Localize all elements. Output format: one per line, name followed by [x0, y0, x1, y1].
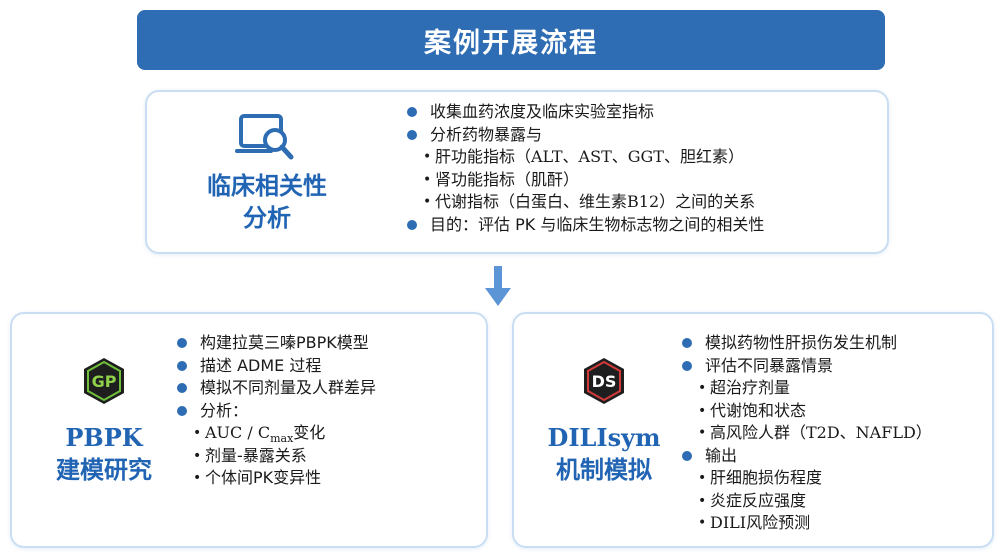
dilisym-list: 模拟药物性肝损伤发生机制 评估不同暴露情景 超治疗剂量 代谢饱和状态 高风险人群…: [680, 332, 932, 535]
pbpk-title-line1: PBPK: [65, 423, 143, 452]
clinical-title-line1: 临床相关性: [207, 172, 327, 200]
clinical-side: 临床相关性 分析: [187, 110, 347, 234]
list-item: 构建拉莫三嗪PBPK模型: [175, 332, 376, 355]
gp-logo-text: GP: [92, 372, 117, 391]
list-item: 模拟药物性肝损伤发生机制: [680, 332, 932, 355]
list-item: AUC / Cmax变化: [175, 422, 376, 445]
page-title: 案例开展流程: [137, 10, 885, 70]
list-item: 代谢指标（白蛋白、维生素B12）之间的关系: [405, 191, 764, 214]
list-item: 目的：评估 PK 与临床生物标志物之间的相关性: [405, 214, 764, 237]
ds-logo-icon: DS: [584, 358, 624, 404]
pbpk-side: GP PBPK 建模研究: [24, 356, 184, 486]
clinical-list: 收集血药浓度及临床实验室指标 分析药物暴露与 肝功能指标（ALT、AST、GGT…: [405, 101, 764, 236]
list-item: 高风险人群（T2D、NAFLD）: [680, 422, 932, 445]
pbpk-title-line2: 建模研究: [56, 456, 152, 484]
list-item: 收集血药浓度及临床实验室指标: [405, 101, 764, 124]
dilisym-title-line1: DILIsym: [547, 423, 661, 452]
dilisym-side: DS DILIsym 机制模拟: [524, 356, 684, 486]
list-item: 肝功能指标（ALT、AST、GGT、胆红素）: [405, 146, 764, 169]
list-item: 模拟不同剂量及人群差异: [175, 377, 376, 400]
list-item: 分析药物暴露与: [405, 124, 764, 147]
list-item: 描述 ADME 过程: [175, 355, 376, 378]
clinical-title-line2: 分析: [243, 204, 291, 232]
list-item: 代谢饱和状态: [680, 400, 932, 423]
list-item: 分析：: [175, 400, 376, 423]
list-item: 剂量-暴露关系: [175, 445, 376, 468]
list-item: 肾功能指标（肌酐）: [405, 169, 764, 192]
down-arrow-icon: [485, 266, 511, 306]
list-item: 输出: [680, 445, 932, 468]
cmax-subscript: max: [270, 432, 294, 446]
list-item: 超治疗剂量: [680, 377, 932, 400]
dilisym-title-line2: 机制模拟: [556, 456, 652, 484]
list-item: 评估不同暴露情景: [680, 355, 932, 378]
change-label: 变化: [293, 423, 326, 442]
laptop-search-icon: [235, 114, 294, 160]
gp-logo-icon: GP: [84, 358, 124, 404]
clinical-analysis-card: 临床相关性 分析 收集血药浓度及临床实验室指标 分析药物暴露与 肝功能指标（AL…: [145, 90, 889, 254]
list-item: 肝细胞损伤程度: [680, 467, 932, 490]
ds-logo-text: DS: [592, 372, 617, 391]
dilisym-card: DS DILIsym 机制模拟 模拟药物性肝损伤发生机制 评估不同暴露情景 超治…: [512, 312, 994, 548]
list-item: 炎症反应强度: [680, 490, 932, 513]
pbpk-card: GP PBPK 建模研究 构建拉莫三嗪PBPK模型 描述 ADME 过程 模拟不…: [10, 312, 488, 548]
list-item: 个体间PK变异性: [175, 467, 376, 490]
auc-cmax-label: AUC / C: [205, 423, 271, 442]
pbpk-list: 构建拉莫三嗪PBPK模型 描述 ADME 过程 模拟不同剂量及人群差异 分析： …: [175, 332, 376, 490]
list-item: DILI风险预测: [680, 512, 932, 535]
